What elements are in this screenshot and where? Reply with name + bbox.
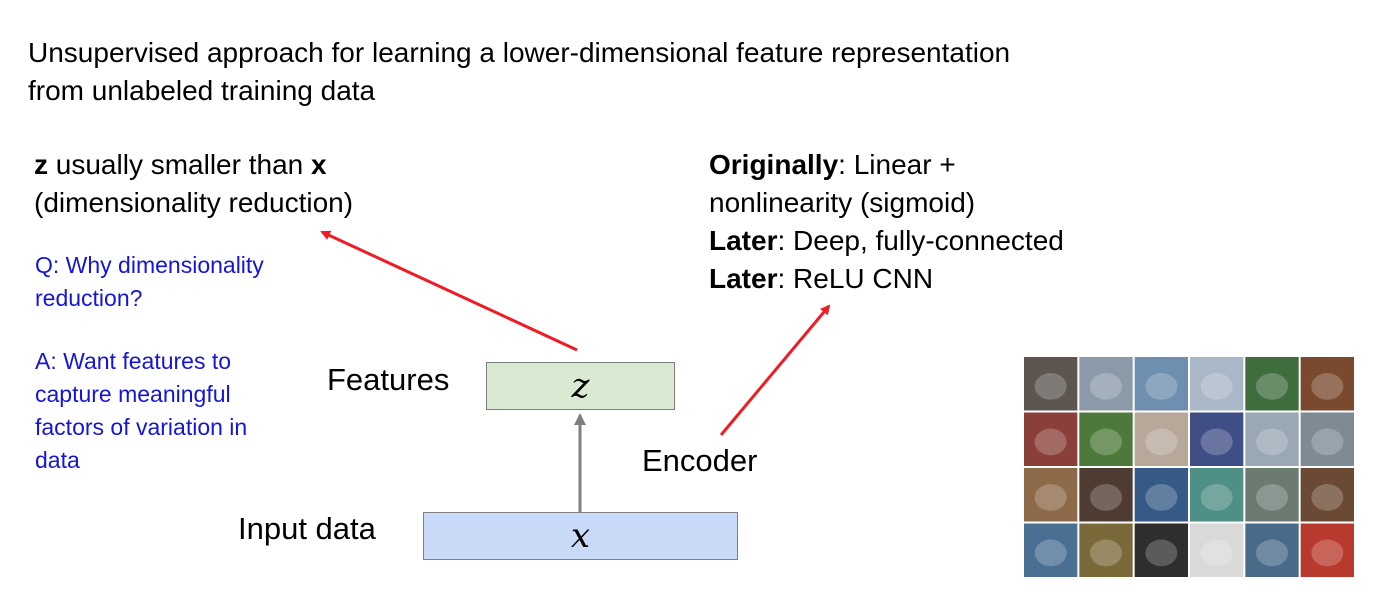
training-image-thumbnail xyxy=(1245,357,1299,411)
training-image-thumbnail xyxy=(1190,357,1244,411)
originally-bold: Originally xyxy=(709,149,839,180)
encoder-label: Encoder xyxy=(642,443,758,478)
question: Q: Why dimensionality reduction? xyxy=(35,249,264,315)
training-image-thumbnail xyxy=(1245,468,1299,522)
originally-rest: : Linear + xyxy=(838,149,956,180)
encoder-note-line-1: Originally: Linear + xyxy=(709,146,1064,184)
training-image-thumbnail xyxy=(1245,523,1299,577)
training-image-thumbnail xyxy=(1024,357,1078,411)
training-image-thumbnail xyxy=(1079,523,1133,577)
features-z-box: z xyxy=(486,362,675,410)
dimensionality-note-line-2: (dimensionality reduction) xyxy=(34,187,354,218)
encoder-note-line-2: nonlinearity (sigmoid) xyxy=(709,187,976,218)
question-line-2: reduction? xyxy=(35,285,143,311)
heading-line-2: from unlabeled training data xyxy=(28,75,376,106)
input-x-box: x xyxy=(423,512,738,560)
answer-line-4: data xyxy=(35,447,80,473)
training-image-thumbnail xyxy=(1300,523,1354,577)
training-image-thumbnail xyxy=(1300,412,1354,466)
training-image-thumbnail xyxy=(1300,357,1354,411)
training-image-thumbnail xyxy=(1190,412,1244,466)
training-image-thumbnail xyxy=(1024,523,1078,577)
training-image-thumbnail xyxy=(1024,412,1078,466)
answer-line-3: factors of variation in xyxy=(35,414,248,440)
training-image-thumbnail xyxy=(1134,412,1188,466)
later-rest-1: : Deep, fully-connected xyxy=(777,225,1064,256)
later-bold-2: Later xyxy=(709,263,778,294)
smaller-than-text: usually smaller than xyxy=(48,149,312,180)
training-image-thumbnail xyxy=(1024,468,1078,522)
answer-line-2: capture meaningful xyxy=(35,381,231,407)
dimensionality-note-line-1: z usually smaller than x xyxy=(34,146,353,184)
later-bold-1: Later xyxy=(709,225,778,256)
z-bold: z xyxy=(34,149,48,180)
x-symbol: x xyxy=(570,516,591,556)
x-bold: x xyxy=(311,149,327,180)
encoder-history-note: Originally: Linear + nonlinearity (sigmo… xyxy=(709,146,1064,298)
training-image-thumbnail xyxy=(1134,357,1188,411)
training-image-thumbnail xyxy=(1134,523,1188,577)
training-image-thumbnail xyxy=(1079,468,1133,522)
dimensionality-note: z usually smaller than x (dimensionality… xyxy=(34,146,353,222)
training-image-thumbnail xyxy=(1300,468,1354,522)
encoder-note-line-4: Later: ReLU CNN xyxy=(709,260,1064,298)
z-symbol: z xyxy=(571,366,590,406)
training-image-thumbnail xyxy=(1134,468,1188,522)
training-image-thumbnail xyxy=(1190,523,1244,577)
later-rest-2: : ReLU CNN xyxy=(777,263,934,294)
features-to-note-arrow xyxy=(320,230,578,352)
training-image-thumbnail xyxy=(1079,357,1133,411)
answer-line-1: A: Want features to xyxy=(35,348,232,374)
heading: Unsupervised approach for learning a low… xyxy=(28,34,1010,110)
heading-line-1: Unsupervised approach for learning a low… xyxy=(28,37,1011,68)
encoder-note-line-3: Later: Deep, fully-connected xyxy=(709,222,1064,260)
training-image-thumbnail xyxy=(1079,412,1133,466)
training-image-thumbnail xyxy=(1190,468,1244,522)
question-line-1: Q: Why dimensionality xyxy=(35,252,264,278)
training-image-thumbnail xyxy=(1245,412,1299,466)
features-label: Features xyxy=(327,362,450,397)
input-data-label: Input data xyxy=(238,511,376,546)
answer: A: Want features to capture meaningful f… xyxy=(35,345,247,477)
encoder-to-note-arrow xyxy=(719,304,831,436)
training-image-grid xyxy=(1024,357,1354,577)
